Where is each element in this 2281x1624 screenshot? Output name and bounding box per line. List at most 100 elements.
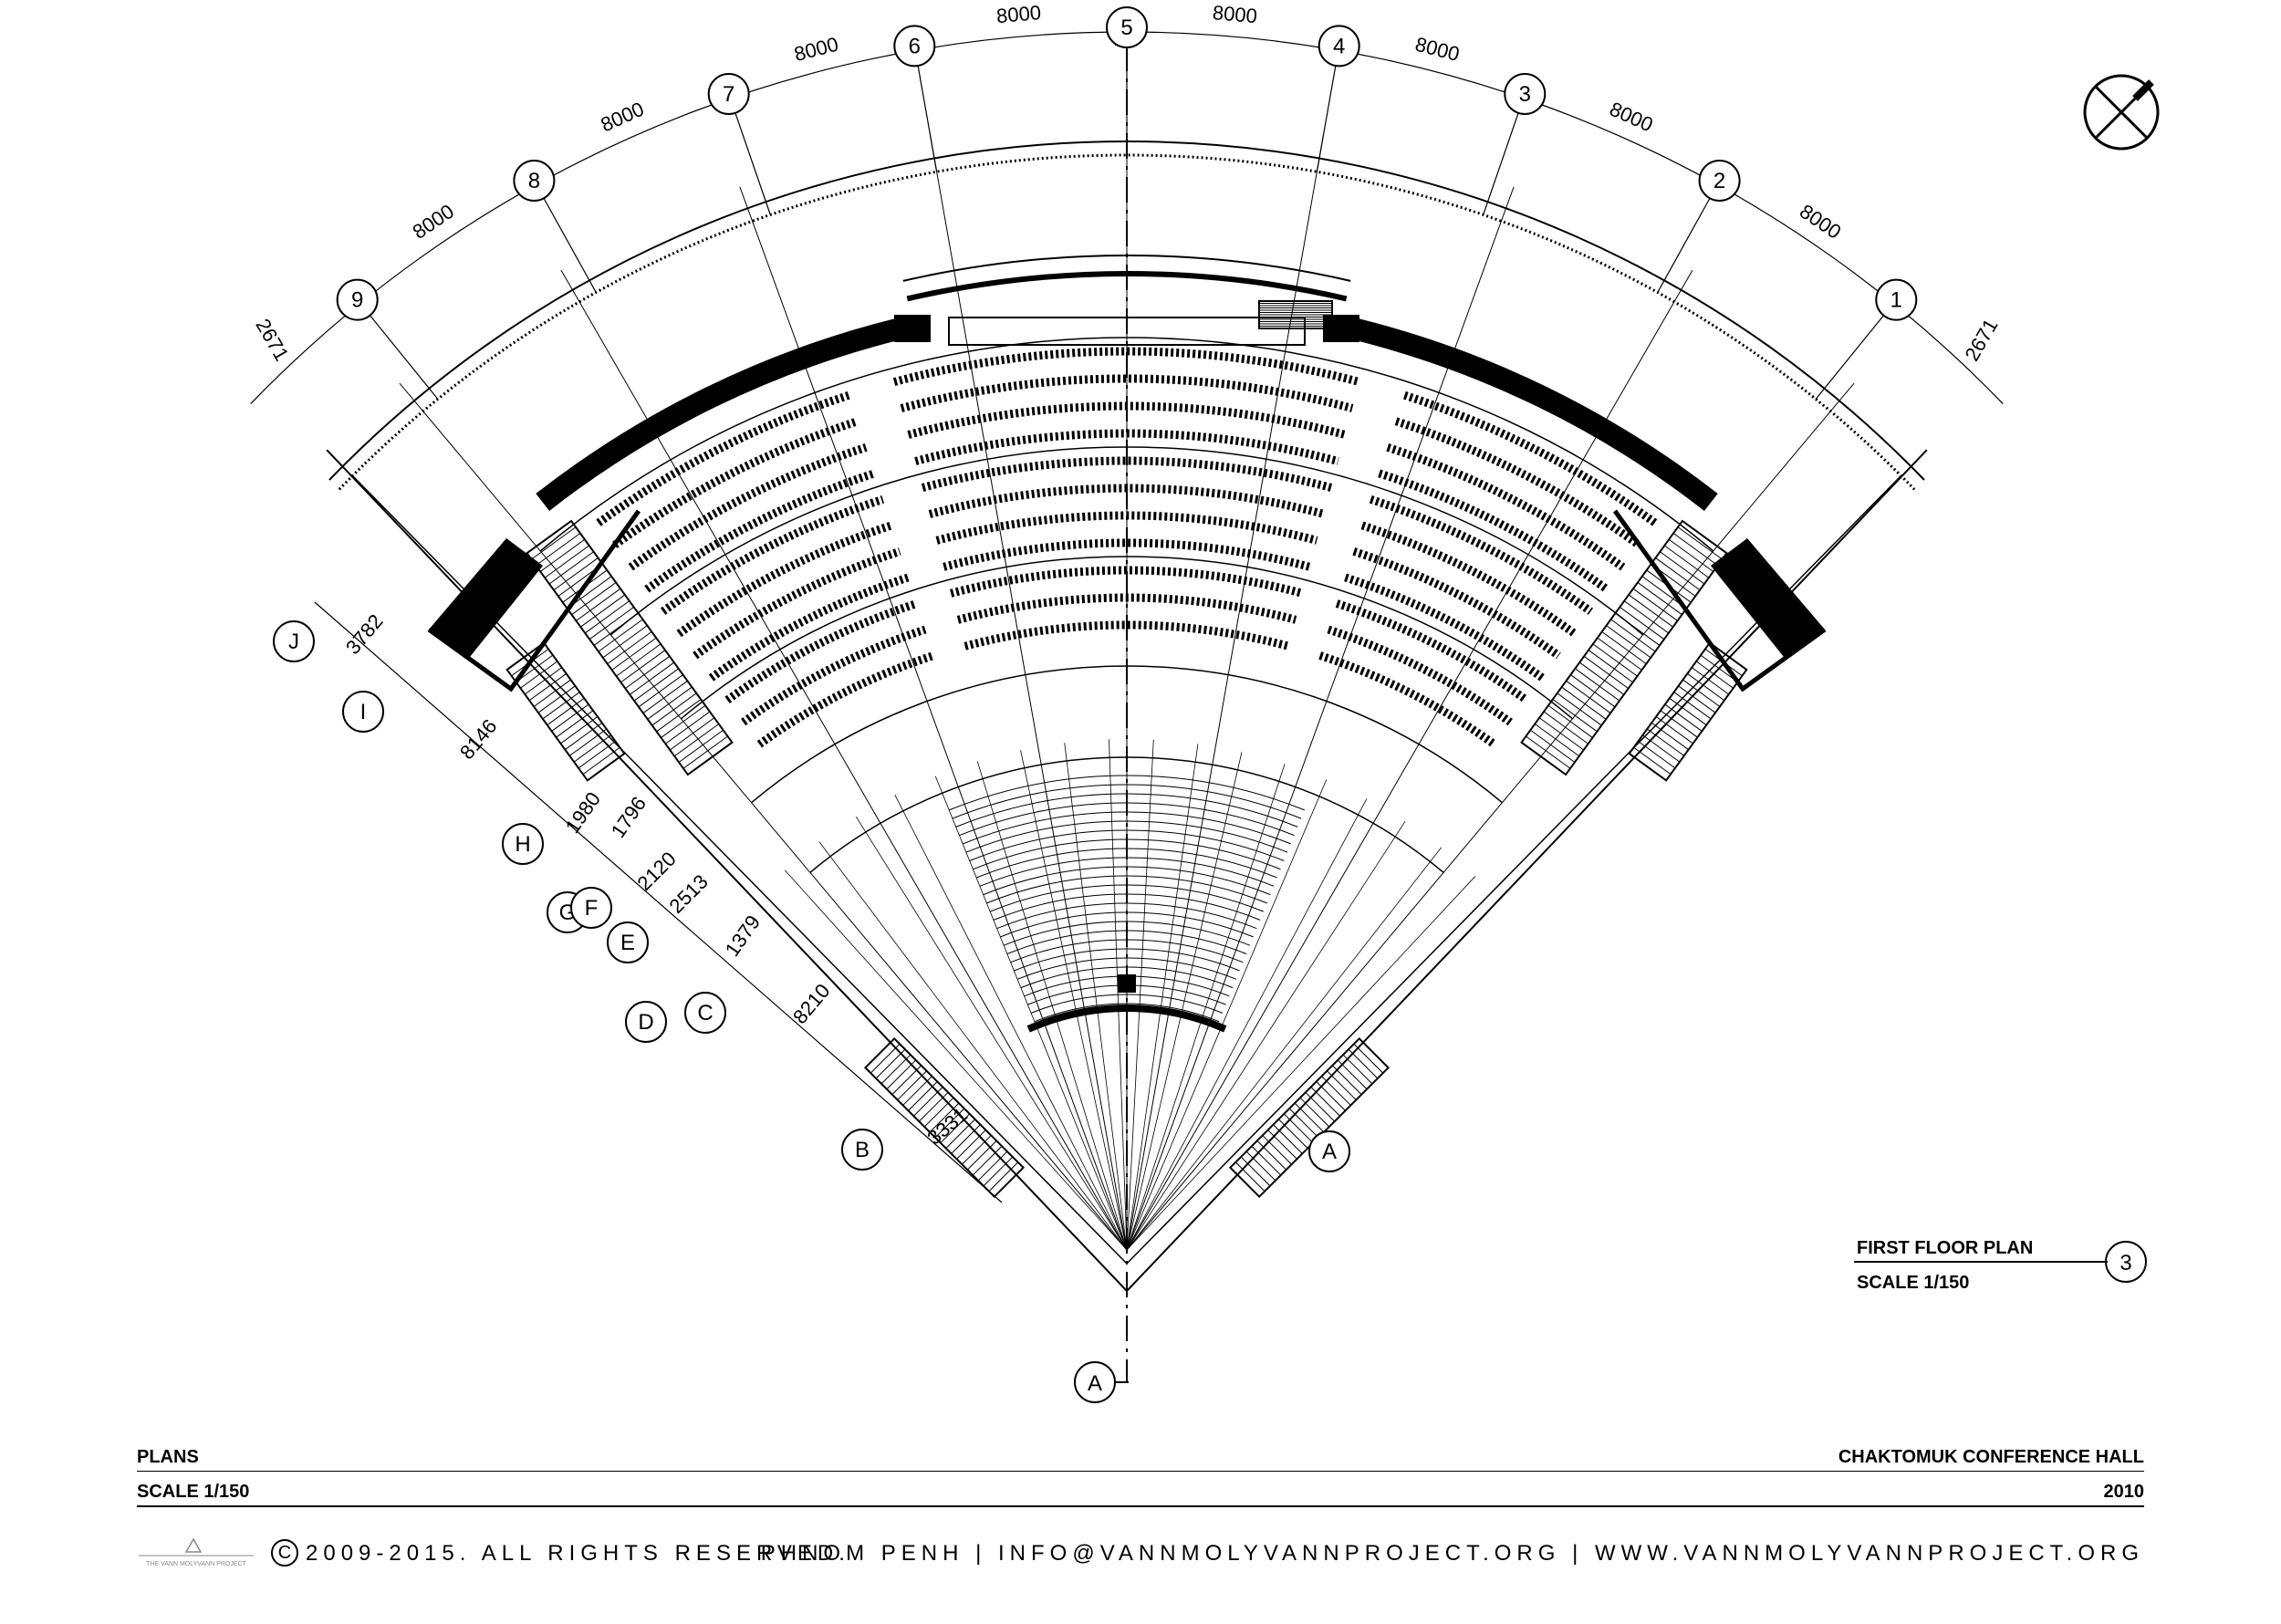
seat-row xyxy=(693,547,901,660)
seat-row xyxy=(741,625,927,726)
grid-bubble xyxy=(336,278,379,321)
grid-number-label: 1 xyxy=(1890,288,1902,313)
grid-leader xyxy=(543,197,597,293)
grid-number-label: 7 xyxy=(723,82,734,107)
footer-left-scale: SCALE 1/150 xyxy=(137,1482,250,1502)
tower-right xyxy=(1612,509,1827,692)
footer-rule-bottom xyxy=(137,1505,2144,1507)
grid-bubble-letter xyxy=(684,992,726,1034)
seat-row xyxy=(1335,599,1529,703)
north-arrow-icon xyxy=(2083,74,2160,151)
side-dimension-label: 8210 xyxy=(788,979,835,1028)
stage-front-wall xyxy=(1026,1005,1227,1033)
radial-grid-line xyxy=(399,382,1128,1251)
grid-number-label: 4 xyxy=(1333,34,1345,58)
seat-row xyxy=(892,347,1361,386)
stage-hatch xyxy=(990,884,1264,912)
stair xyxy=(1628,641,1748,782)
seat-row xyxy=(1394,417,1641,549)
stage-hatch xyxy=(1003,921,1251,946)
grid-number-label: 6 xyxy=(909,34,921,58)
seat-row xyxy=(963,620,1290,651)
arc-dimension-label: 8000 xyxy=(1413,33,1463,66)
seat-row xyxy=(1327,625,1513,726)
grid-leader xyxy=(1815,315,1884,400)
grid-number-label: 9 xyxy=(351,288,363,313)
dimension-chain xyxy=(314,601,1003,1203)
seat-row xyxy=(644,469,876,593)
radial-grid-line xyxy=(1126,186,1515,1251)
grid-bubble xyxy=(707,73,750,115)
radial-grid-line xyxy=(1126,269,1693,1251)
stage-radial-line xyxy=(1126,779,1328,1251)
grid-letter-label-right: A xyxy=(1322,1140,1337,1164)
footer-project-name: CHAKTOMUK CONFERENCE HALL xyxy=(1838,1447,2144,1467)
section-marker-bottom: A xyxy=(1074,1361,1129,1403)
grid-leader xyxy=(917,65,938,172)
stage-radial-line xyxy=(894,794,1128,1251)
grid-letter-label: D xyxy=(638,1010,653,1035)
grid-bubble-letter xyxy=(570,887,612,929)
arc-dimension-label: 8000 xyxy=(1212,1,1258,27)
stage-hatch xyxy=(965,820,1288,853)
seat-row xyxy=(596,390,850,526)
radial-grid-line xyxy=(739,186,1128,1251)
grid-bubble-letter xyxy=(625,1001,667,1043)
section-mark-label: A xyxy=(1088,1371,1102,1396)
wall-block xyxy=(1323,315,1359,342)
stage-hatch xyxy=(983,866,1271,896)
grid-letter-label: E xyxy=(620,931,635,955)
stage-hatch xyxy=(1016,957,1237,980)
grid-bubble xyxy=(1698,160,1741,202)
contact-line: PHNOM PENH | INFO@VANNMOLYVANNPROJECT.OR… xyxy=(760,1541,2144,1566)
stage-hatch xyxy=(963,811,1291,845)
plan-scale: SCALE 1/150 xyxy=(1857,1273,1969,1293)
side-dimension-label: 1980 xyxy=(561,787,606,837)
grid-leader xyxy=(1316,65,1337,172)
stair xyxy=(1258,300,1333,329)
seat-row xyxy=(724,599,919,703)
stage-hatch xyxy=(1014,948,1240,972)
seat-row xyxy=(1318,651,1497,748)
stage-hatch xyxy=(976,848,1277,879)
end-dimension-label: 2671 xyxy=(1960,315,2002,365)
logo-text: THE VANN MOLYVANN PROJECT xyxy=(146,1561,246,1567)
stage-hatch xyxy=(959,802,1295,837)
seat-row xyxy=(1403,390,1658,526)
curved-wall xyxy=(536,318,901,511)
balcony-box xyxy=(948,317,1306,346)
fan-edge xyxy=(326,449,1128,1292)
stage-radial-line xyxy=(1126,876,1476,1251)
stage-hatch xyxy=(979,857,1275,887)
seat-row xyxy=(1344,573,1546,682)
grid-letter-label: B xyxy=(855,1138,870,1162)
stage-hatch xyxy=(1020,966,1234,989)
stage-hatch xyxy=(1034,1003,1220,1023)
stair xyxy=(863,1036,1026,1199)
grid-bubble xyxy=(893,25,936,68)
grid-leader xyxy=(734,112,771,215)
tower-wall-left xyxy=(429,538,543,657)
footer-rule-main xyxy=(137,1471,2144,1472)
stage-hatch xyxy=(993,893,1261,921)
grid-letter-label: I xyxy=(360,700,367,724)
side-dimension-label: 2513 xyxy=(665,870,713,918)
grid-letter-label: F xyxy=(585,896,599,921)
fan-edge xyxy=(1126,449,1928,1292)
grid-bubble xyxy=(1875,278,1918,321)
plan-title-block: FIRST FLOOR PLAN SCALE 1/150 3 xyxy=(1854,1238,2147,1293)
stage-radial-line xyxy=(1126,798,1368,1251)
grid-leader xyxy=(1657,197,1711,293)
seat-row xyxy=(1352,547,1561,660)
grid-bubble xyxy=(513,160,556,202)
plan-number: 3 xyxy=(2120,1251,2131,1275)
stage-column xyxy=(1118,974,1136,993)
stage-hatch xyxy=(969,829,1285,861)
seat-row xyxy=(660,495,885,615)
side-dimension-label: 8146 xyxy=(455,714,502,764)
footer-year: 2010 xyxy=(2103,1482,2145,1502)
side-dimension-label: 2120 xyxy=(633,848,681,895)
grid-letter-label: C xyxy=(697,1001,713,1025)
side-dimension-label: 3782 xyxy=(341,609,388,659)
grid-leader xyxy=(1483,112,1519,215)
